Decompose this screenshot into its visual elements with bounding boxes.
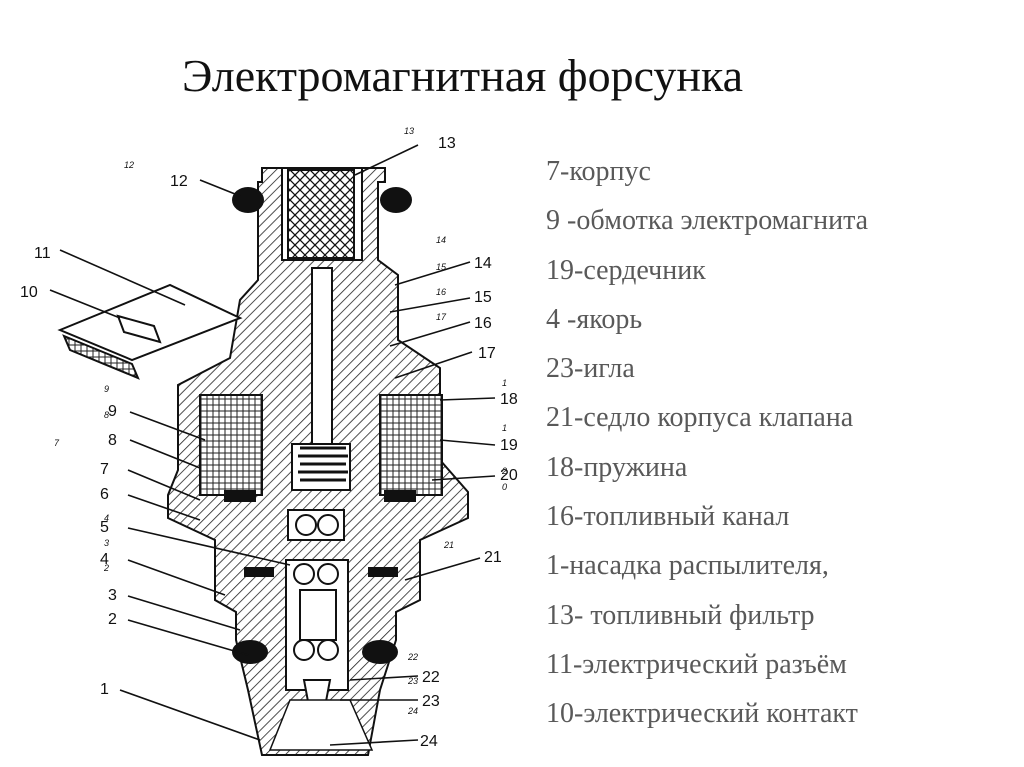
callout-19: 19 bbox=[500, 437, 518, 454]
callout-14: 14 bbox=[474, 255, 492, 272]
callout-3: 3 bbox=[108, 587, 117, 604]
small-label-20-b: 0 bbox=[502, 482, 507, 492]
callout-15: 15 bbox=[474, 289, 492, 306]
callout-18: 18 bbox=[500, 391, 518, 408]
leader-lines bbox=[49, 144, 496, 746]
small-label-15: 15 bbox=[436, 262, 447, 272]
small-label-19-a: 1 bbox=[502, 423, 507, 433]
slide-title: Электромагнитная форсунка bbox=[182, 50, 744, 101]
legend-item-1: 1-насадка распылителя, bbox=[546, 550, 829, 582]
seal-rings bbox=[224, 187, 416, 664]
callout-1: 1 bbox=[100, 681, 109, 698]
small-label-18-a: 1 bbox=[502, 378, 507, 388]
callout-21: 21 bbox=[484, 549, 502, 566]
small-label-4: 4 bbox=[104, 513, 109, 523]
small-label-22: 22 bbox=[407, 652, 418, 662]
callout-2: 2 bbox=[108, 611, 117, 628]
small-label-3: 3 bbox=[104, 538, 109, 548]
callout-17: 17 bbox=[478, 345, 496, 362]
legend-item-16: 16-топливный канал bbox=[546, 501, 790, 533]
injector-cross-section: 13 12 11 10 14 15 16 17 18 19 20 21 22 2… bbox=[20, 126, 518, 756]
callout-22: 22 bbox=[422, 669, 440, 686]
callout-10: 10 bbox=[20, 284, 38, 301]
legend-item-23: 23-игла bbox=[546, 353, 635, 385]
small-label-12: 12 bbox=[124, 160, 134, 170]
small-label-17: 17 bbox=[436, 312, 447, 322]
legend-item-9: 9 -обмотка электромагнита bbox=[546, 205, 869, 237]
small-label-14: 14 bbox=[436, 235, 446, 245]
callout-7: 7 bbox=[100, 461, 109, 478]
small-label-24: 24 bbox=[407, 706, 418, 716]
callout-6: 6 bbox=[100, 486, 109, 503]
callout-5: 5 bbox=[100, 519, 109, 536]
legend-item-4: 4 -якорь bbox=[546, 303, 643, 335]
legend-item-13: 13- топливный фильтр bbox=[546, 599, 815, 631]
callout-13: 13 bbox=[438, 135, 456, 152]
callout-11: 11 bbox=[34, 245, 51, 262]
legend-item-18: 18-пружина bbox=[546, 451, 688, 483]
small-label-20-a: 2 bbox=[501, 466, 507, 476]
small-label-7: 7 bbox=[54, 438, 60, 448]
small-label-13: 13 bbox=[404, 126, 414, 136]
legend-item-21: 21-седло корпуса клапана bbox=[546, 402, 854, 434]
parts-legend: 7-корпус 9 -обмотка электромагнита 19-се… bbox=[546, 150, 1016, 742]
callout-20: 20 bbox=[500, 467, 518, 484]
small-label-2: 2 bbox=[103, 563, 109, 573]
callout-24: 24 bbox=[420, 733, 438, 750]
callout-4: 4 bbox=[100, 551, 109, 568]
legend-item-10: 10-электрический контакт bbox=[546, 698, 858, 730]
legend-item-7: 7-корпус bbox=[546, 156, 651, 187]
callout-16: 16 bbox=[474, 315, 492, 332]
small-label-21: 21 bbox=[443, 540, 454, 550]
small-label-8: 8 bbox=[104, 410, 109, 420]
small-label-9: 9 bbox=[104, 384, 109, 394]
legend-item-11: 11-электрический разъём bbox=[546, 648, 847, 680]
legend-item-19: 19-сердечник bbox=[546, 254, 706, 286]
injector-body bbox=[167, 167, 469, 756]
small-label-23: 23 bbox=[407, 676, 418, 686]
callout-12: 12 bbox=[170, 173, 188, 190]
callout-numbers: 13 12 11 10 14 15 16 17 18 19 20 21 22 2… bbox=[20, 135, 518, 750]
electrical-connector bbox=[57, 283, 243, 380]
callout-23: 23 bbox=[422, 693, 440, 710]
injector-diagram: 13 12 11 10 14 15 16 17 18 19 20 21 22 2… bbox=[0, 118, 545, 767]
small-callout-numbers: 13 12 14 15 16 17 9 8 7 1 1 2 0 4 3 2 21… bbox=[54, 126, 507, 716]
callout-8: 8 bbox=[108, 432, 117, 449]
callout-9: 9 bbox=[108, 403, 117, 420]
small-label-16: 16 bbox=[436, 287, 446, 297]
